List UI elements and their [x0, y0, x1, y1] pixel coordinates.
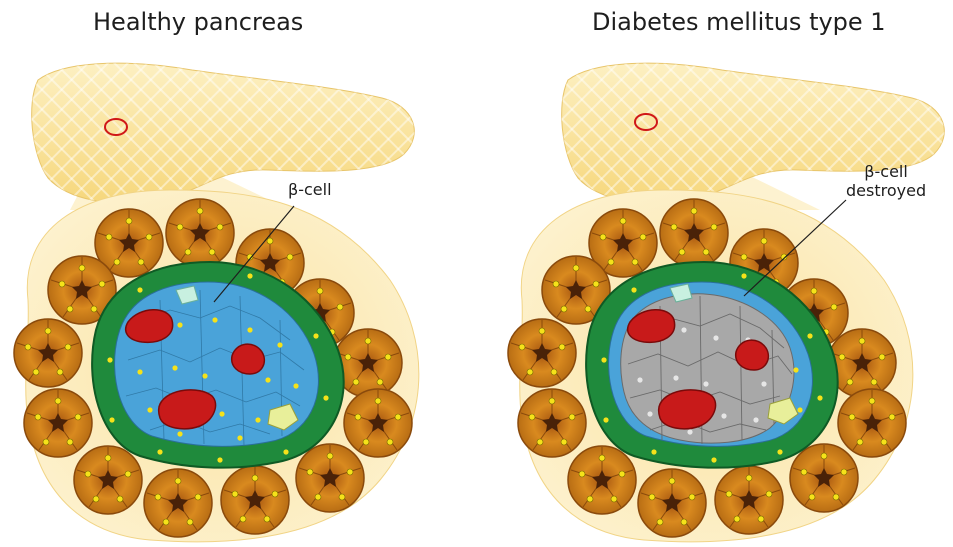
beta-cell-label-line: β-cell [288, 180, 332, 199]
healthy-panel [14, 63, 419, 542]
panel-title-diabetes: Diabetes mellitus type 1 [592, 8, 886, 36]
beta-cell-label-line: β-cell [846, 162, 926, 181]
diabetes-panel [508, 63, 944, 542]
alpha-cell [736, 340, 769, 370]
beta-cell-label: β-cell [288, 180, 332, 199]
alpha-cell [232, 344, 265, 374]
destroyed-label-line: destroyed [846, 181, 926, 200]
panel-title-healthy: Healthy pancreas [93, 8, 303, 36]
beta-cell-destroyed-label: β-cell destroyed [846, 162, 926, 200]
